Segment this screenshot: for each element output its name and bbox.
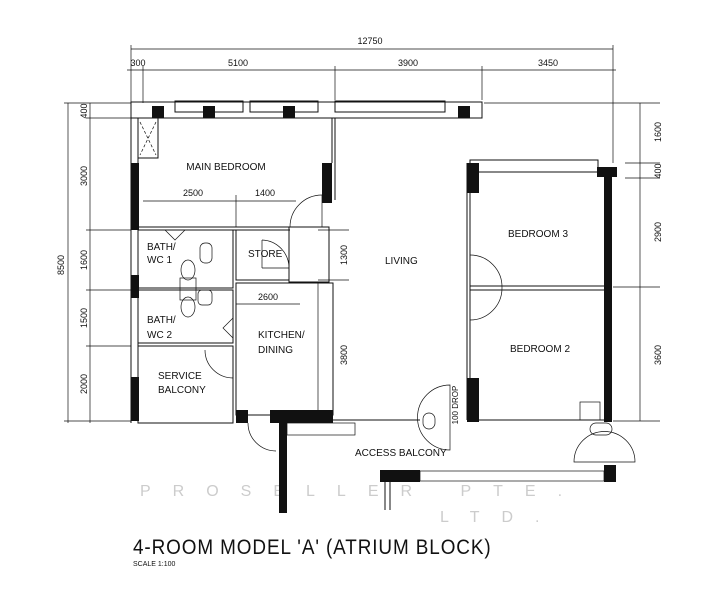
drop-label: 100 DROP xyxy=(451,386,460,425)
label-access-balcony: ACCESS BALCONY xyxy=(355,448,447,459)
dim-right-3: 2900 xyxy=(653,222,663,242)
label-bedroom3: BEDROOM 3 xyxy=(508,229,568,240)
room-labels: MAIN BEDROOM BATH/ WC 1 BATH/ WC 2 STORE… xyxy=(147,162,570,459)
watermark-2: LTD. xyxy=(440,509,561,526)
label-bath2-a: BATH/ xyxy=(147,315,176,326)
label-bedroom2: BEDROOM 2 xyxy=(510,344,570,355)
dim-top-2: 5100 xyxy=(228,58,248,68)
left-dimensions: 8500 400 3000 1600 1500 2000 xyxy=(56,102,131,423)
dim-total-width: 12750 xyxy=(357,36,382,46)
plan-scale: SCALE 1:100 xyxy=(133,561,176,568)
label-kitchen-a: KITCHEN/ xyxy=(258,330,305,341)
dim-right-1: 1600 xyxy=(653,122,663,142)
dim-right-4: 3600 xyxy=(653,345,663,365)
label-service-a: SERVICE xyxy=(158,371,202,382)
label-service-b: BALCONY xyxy=(158,385,206,396)
dim-left-2: 3000 xyxy=(79,166,89,186)
label-living: LIVING xyxy=(385,256,418,267)
label-bath1-a: BATH/ xyxy=(147,242,176,253)
dim-inner-1400: 1400 xyxy=(255,188,275,198)
top-dimensions: 12750 300 5100 3900 3450 xyxy=(127,36,616,163)
dim-inner-2600: 2600 xyxy=(258,292,278,302)
label-store: STORE xyxy=(248,249,283,260)
label-kitchen-b: DINING xyxy=(258,345,293,356)
dim-inner-2500: 2500 xyxy=(183,188,203,198)
dim-right-2: 400 xyxy=(653,163,663,178)
walls: 2500 1400 2600 1300 3800 xyxy=(130,100,636,513)
dim-inner-3800: 3800 xyxy=(339,345,349,365)
dim-left-3: 1600 xyxy=(79,250,89,270)
label-main-bedroom: MAIN BEDROOM xyxy=(186,162,265,173)
dim-left-4: 1500 xyxy=(79,308,89,328)
dim-left-5: 2000 xyxy=(79,374,89,394)
dim-left-1: 400 xyxy=(79,103,89,118)
dim-top-4: 3450 xyxy=(538,58,558,68)
watermark: PROSELLER PTE. xyxy=(140,483,584,500)
label-bath2-b: WC 2 xyxy=(147,330,172,341)
dim-top-3: 3900 xyxy=(398,58,418,68)
label-bath1-b: WC 1 xyxy=(147,255,172,266)
right-dimensions: 1600 400 2900 3600 xyxy=(484,102,663,422)
dim-total-height: 8500 xyxy=(56,255,66,275)
plan-title: 4-ROOM MODEL 'A' (ATRIUM BLOCK) xyxy=(133,536,492,559)
dim-top-1: 300 xyxy=(130,58,145,68)
dim-inner-1300: 1300 xyxy=(339,245,349,265)
